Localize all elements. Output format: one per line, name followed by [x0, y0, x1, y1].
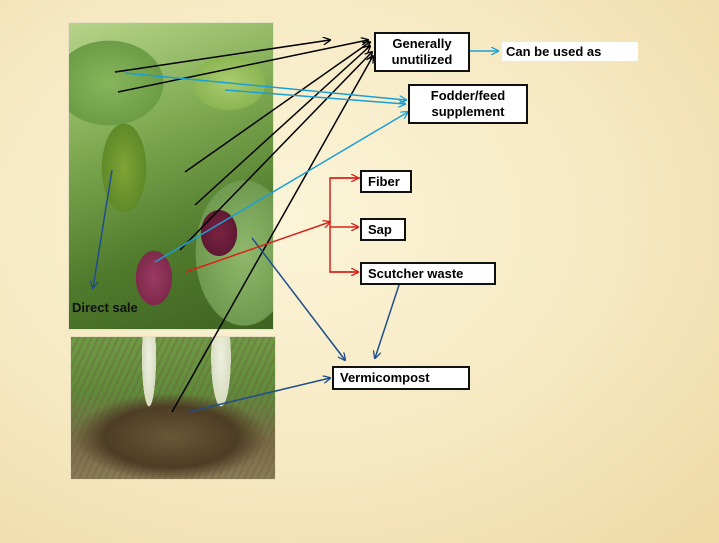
arrow-bunch-to-unutilized	[117, 40, 368, 93]
arrow-stem-to-fodder	[224, 89, 405, 104]
arrow-pseudostem-to-unutilized	[179, 52, 372, 251]
arrow-flower-to-fodder	[154, 112, 408, 263]
sap-box: Sap	[360, 218, 406, 241]
arrow-pseudostem-to-vermicompost	[251, 237, 345, 360]
black-arrows	[114, 40, 373, 413]
arrow-roots-to-vermicompost	[187, 378, 330, 413]
arrow-leaf-to-fodder	[124, 72, 406, 100]
navy-arrows	[93, 169, 401, 413]
bracket-spine	[329, 177, 360, 273]
vermicompost-box: Vermicompost	[332, 366, 470, 390]
banana-plant-image	[68, 22, 274, 330]
arrow-leaf-to-unutilized	[114, 40, 330, 73]
arrow-stem-to-unutilized	[184, 42, 370, 173]
fiber-box: Fiber	[360, 170, 412, 193]
red-arrows	[185, 177, 360, 273]
cyan-arrows	[124, 51, 498, 263]
arrow-fruit-to-direct-sale	[93, 169, 113, 288]
fodder-feed-box: Fodder/feed supplement	[408, 84, 528, 124]
generally-unutilized-box: Generally unutilized	[374, 32, 470, 72]
arrow-flower-to-unutilized	[194, 46, 370, 206]
arrow-pseudostem-to-products	[185, 222, 330, 273]
arrow-roots-to-unutilized	[171, 56, 373, 413]
banana-roots-image	[70, 336, 276, 480]
arrow-scutcher-to-vermicompost	[375, 281, 401, 358]
direct-sale-label: Direct sale	[72, 300, 138, 315]
can-be-used-as-label: Can be used as	[502, 42, 638, 61]
scutcher-waste-box: Scutcher waste	[360, 262, 496, 285]
